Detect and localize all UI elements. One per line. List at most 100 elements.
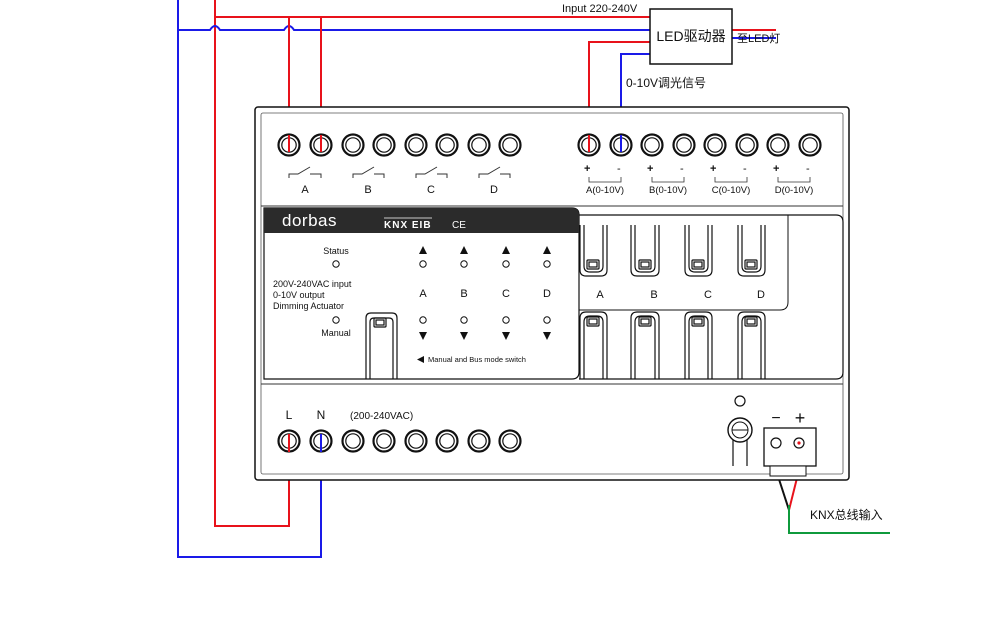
- polarity-plus: +: [710, 163, 716, 175]
- terminal-screw: [341, 429, 365, 453]
- brand-banner: [264, 208, 579, 233]
- upper-lever-a[interactable]: [579, 225, 608, 277]
- programming-led: [734, 395, 746, 407]
- polarity-minus: -: [806, 163, 810, 175]
- up-arrow-icon[interactable]: [543, 246, 551, 254]
- led-driver-label: LED驱动器: [656, 28, 725, 44]
- channel-led: [502, 260, 510, 268]
- channel-column-b: B: [460, 246, 468, 340]
- dim-output-c: C(0-10V): [712, 185, 751, 196]
- knx-plus-mark: +: [795, 408, 806, 428]
- neutral-terminal-label: N: [317, 408, 326, 422]
- description-line-3: Dimming Actuator: [273, 301, 344, 311]
- relay-label-a: A: [301, 184, 309, 196]
- knx-logo: KNX EIB: [384, 220, 432, 231]
- mode-switch-label: Manual and Bus mode switch: [428, 355, 526, 364]
- dimming-output-labels: + - + - + - + -: [584, 163, 810, 175]
- led-driver-box: [649, 8, 733, 65]
- polarity-plus: +: [773, 163, 779, 175]
- down-arrow-icon[interactable]: [502, 332, 510, 340]
- polarity-minus: -: [743, 163, 747, 175]
- panel-lever[interactable]: [365, 312, 398, 379]
- led-output-label: 至LED灯: [737, 32, 780, 45]
- terminal-screw: [404, 429, 428, 453]
- live-terminal-label: L: [286, 408, 293, 422]
- lower-lever-d[interactable]: [737, 311, 766, 379]
- channel-column-d: D: [543, 246, 551, 340]
- led-driver: LED驱动器 至LED灯: [649, 8, 780, 65]
- polarity-plus: +: [647, 163, 653, 175]
- dim-output-d: D(0-10V): [775, 185, 814, 196]
- down-arrow-icon[interactable]: [543, 332, 551, 340]
- channel-led: [419, 260, 427, 268]
- terminal-screw: [435, 429, 459, 453]
- channel-label: C: [502, 288, 510, 300]
- relay-label-b: B: [364, 184, 371, 196]
- upper-lever-c[interactable]: [684, 225, 713, 277]
- input-voltage-label: Input 220-240V: [562, 3, 638, 15]
- bottom-terminal-row: [277, 429, 522, 453]
- neutral-feed-wire: [178, 25, 650, 31]
- description-line-1: 200V-240VAC input: [273, 279, 352, 289]
- manual-led: [332, 316, 340, 324]
- terminal-screw: [672, 133, 696, 157]
- down-arrow-icon[interactable]: [460, 332, 468, 340]
- upper-lever-d[interactable]: [737, 225, 766, 277]
- channel-label: A: [419, 288, 427, 300]
- channel-led: [543, 260, 551, 268]
- mode-switch-arrow-icon[interactable]: [417, 356, 424, 363]
- dim-output-b: B(0-10V): [649, 185, 687, 196]
- lower-lever-a[interactable]: [579, 311, 608, 379]
- lower-lever-b[interactable]: [630, 311, 660, 379]
- programming-button[interactable]: [727, 417, 753, 466]
- description-line-2: 0-10V output: [273, 290, 325, 300]
- terminal-screw: [467, 133, 491, 157]
- lower-lever-c[interactable]: [684, 311, 713, 379]
- terminal-screw: [766, 133, 790, 157]
- terminal-screw: [372, 429, 396, 453]
- live-wire-left: [214, 0, 290, 527]
- dim-output-a: A(0-10V): [586, 185, 624, 196]
- terminal-screw: [498, 429, 522, 453]
- channel-column-a: A: [419, 246, 427, 340]
- output-brackets: [588, 177, 811, 183]
- manual-label: Manual: [321, 328, 351, 338]
- terminal-screw: [341, 133, 365, 157]
- switch-label-c: C: [704, 289, 712, 301]
- terminal-screw: [435, 133, 459, 157]
- status-led: [332, 260, 340, 268]
- channel-controls: A B C D: [419, 246, 551, 340]
- terminal-screw: [372, 133, 396, 157]
- channel-column-c: C: [502, 246, 510, 340]
- knx-bus-label: KNX总线输入: [810, 507, 883, 522]
- dimming-signal-label: 0-10V调光信号: [626, 76, 706, 90]
- knx-bus-terminal: [763, 427, 817, 477]
- channel-led: [460, 316, 468, 324]
- brand-name: dorbas: [282, 211, 337, 230]
- switch-label-d: D: [757, 289, 765, 301]
- actuator-device: A B C D + - + - + - + - A(0-10V) B(0-10V…: [254, 106, 850, 481]
- terminal-screw: [798, 133, 822, 157]
- channel-led: [460, 260, 468, 268]
- polarity-minus: -: [617, 163, 621, 175]
- up-arrow-icon[interactable]: [460, 246, 468, 254]
- up-arrow-icon[interactable]: [502, 246, 510, 254]
- top-terminal-row: [277, 133, 822, 157]
- terminal-screw: [404, 133, 428, 157]
- neutral-wire-left: [177, 0, 322, 558]
- relay-contact-symbols: [288, 166, 511, 178]
- terminal-screw: [498, 133, 522, 157]
- switch-area-frame: [579, 214, 844, 380]
- switch-area-divider: [579, 215, 789, 311]
- up-arrow-icon[interactable]: [419, 246, 427, 254]
- upper-lever-b[interactable]: [630, 225, 660, 277]
- knx-minus-mark: −: [771, 410, 780, 427]
- channel-led: [543, 316, 551, 324]
- terminal-screw: [640, 133, 664, 157]
- switch-label-b: B: [650, 289, 657, 301]
- down-arrow-icon[interactable]: [419, 332, 427, 340]
- knx-bus-wire: [788, 505, 890, 534]
- terminal-screw: [703, 133, 727, 157]
- polarity-plus: +: [584, 163, 590, 175]
